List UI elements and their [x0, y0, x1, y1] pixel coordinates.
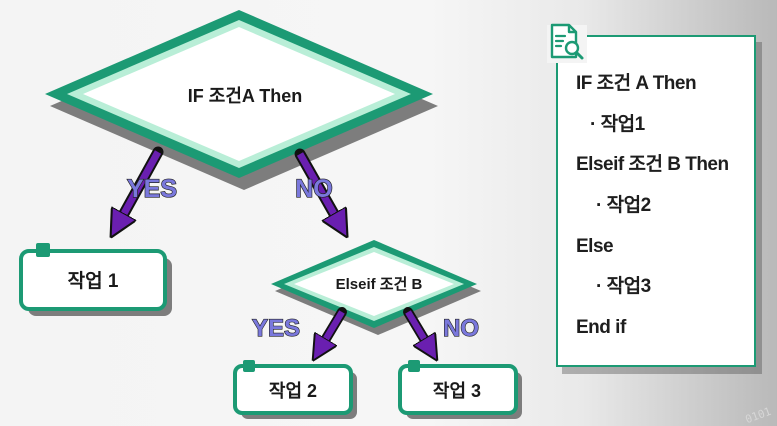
code-panel: IF 조건 A Then · 작업1 Elseif 조건 B Then · 작업…: [556, 35, 756, 367]
task3-label: 작업 3: [433, 381, 481, 401]
task1-box: 작업 1: [19, 243, 172, 316]
main-decision-diamond: IF 조건A Then: [45, 10, 438, 190]
task1-label: 작업 1: [68, 270, 119, 292]
code-line-task1: · 작업1: [590, 113, 645, 135]
task2-label: 작업 2: [269, 381, 317, 401]
arrow-no-2: [403, 307, 432, 352]
arrow-no-1: [294, 148, 342, 228]
arrow-yes-1: [116, 146, 164, 228]
code-line-else: Else: [576, 235, 614, 257]
document-search-icon: [547, 23, 587, 63]
no-label-1: NO: [295, 175, 333, 203]
main-condition-text: IF 조건A Then: [188, 86, 302, 106]
code-line-task3: · 작업3: [596, 276, 651, 298]
no-label-2: NO: [443, 315, 479, 342]
yes-label-2: YES: [252, 315, 300, 342]
arrow-yes-2: [318, 307, 347, 352]
code-lines: IF 조건 A Then · 작업1 Elseif 조건 B Then · 작업…: [576, 71, 729, 356]
task3-box: 작업 3: [398, 360, 522, 419]
sub-decision-diamond: Elseif 조건 B: [271, 240, 481, 335]
code-line-endif: End if: [576, 317, 626, 339]
task2-box: 작업 2: [233, 360, 357, 419]
code-line-if: IF 조건 A Then: [576, 73, 697, 94]
code-line-task2: · 작업2: [596, 195, 651, 217]
code-line-elseif: Elseif 조건 B Then: [576, 154, 729, 176]
sub-condition-text: Elseif 조건 B: [336, 276, 423, 293]
yes-label-1: YES: [127, 175, 177, 203]
